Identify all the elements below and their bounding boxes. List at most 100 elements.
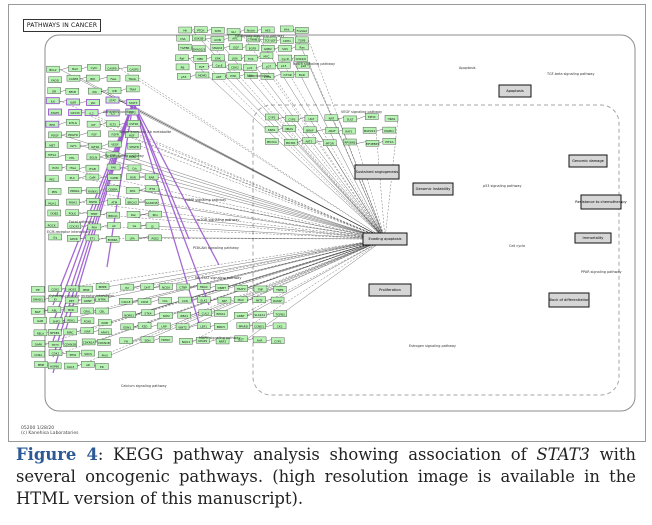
gene-node: HDAC: [197, 283, 211, 290]
gene-node: BIRC: [63, 328, 77, 336]
gene-box: [178, 296, 192, 304]
gene-label: VEGFR: [129, 145, 138, 149]
pathway-edge: [79, 201, 386, 240]
gene-label: p21: [247, 66, 253, 70]
gene-box: [67, 222, 81, 230]
gene-node: ECM: [48, 164, 63, 171]
gene-box: [192, 45, 206, 52]
gene-box: [342, 127, 356, 135]
gene-node: BMPR: [95, 283, 110, 290]
gene-label: SOCS: [84, 352, 92, 356]
gene-node: CTBP: [176, 283, 190, 291]
gene-label: FOS: [248, 57, 254, 61]
gene-box: [148, 210, 163, 218]
gene-label: RASSF: [273, 299, 282, 303]
gene-box: [252, 322, 266, 330]
gene-box: [66, 74, 81, 82]
gene-box: [197, 296, 211, 303]
pathway-edge: [111, 238, 386, 355]
gene-box: [273, 310, 287, 317]
gene-label: SOS: [282, 47, 288, 51]
gene-label: BRCA2: [128, 200, 138, 204]
gene-label: PDK1: [67, 318, 75, 322]
gene-label: CSF2: [129, 111, 136, 115]
gene-node: MTOR: [323, 139, 337, 146]
pathway-name-label: PI3K-Akt signaling pathway: [193, 246, 239, 250]
gene-label: ABL: [52, 308, 58, 312]
gene-node: CDH1: [280, 37, 294, 44]
pathway-edge: [188, 57, 386, 240]
gene-node: TNFR: [273, 286, 287, 293]
gene-label: MEK: [197, 57, 203, 61]
gene-label: EPO: [49, 123, 55, 127]
gene-node: Gq: [48, 233, 62, 241]
pathway-edge: [225, 76, 386, 240]
gene-box: [63, 328, 77, 336]
gene-box: [365, 113, 379, 120]
pathway-edge: [81, 112, 386, 240]
gene-box: [106, 211, 120, 219]
gene-box: [263, 36, 277, 44]
gene-node: EDN1: [120, 323, 134, 331]
gene-box: [278, 45, 292, 52]
gene-box: [261, 44, 275, 52]
pathway-edge: [79, 145, 386, 240]
gene-label: PIK3R1: [286, 141, 296, 145]
gene-node: CaM: [85, 173, 100, 181]
gene-node: EGLN: [86, 153, 101, 161]
gene-box: [264, 126, 279, 133]
gene-node: MITF: [252, 296, 266, 303]
gene-box: [127, 142, 141, 150]
gene-box: [87, 130, 101, 137]
gene-label: ROCK: [48, 223, 56, 227]
gene-node: MAX: [234, 296, 248, 303]
gene-node: PTCH: [194, 26, 208, 33]
pathway-name-label: Wnt signaling pathway: [105, 154, 144, 158]
gene-node: Frizzled: [295, 27, 309, 34]
gene-box: [234, 296, 248, 303]
gene-label: LRP: [161, 325, 167, 329]
gene-label: CASP3: [129, 67, 138, 71]
gene-box: [259, 52, 274, 59]
gene-node: MSH2: [66, 198, 80, 206]
gene-node: CYP2: [265, 113, 279, 121]
gene-box: [120, 283, 134, 291]
pathway-edge: [138, 77, 386, 240]
gene-node: CAMK: [107, 174, 122, 181]
gene-label: BMPR: [99, 285, 107, 289]
gene-label: RUNX1: [88, 189, 98, 193]
gene-node: BIRC5: [214, 323, 228, 330]
gene-box: [48, 349, 63, 356]
gene-box: [214, 310, 228, 317]
gene-node: GDNF: [81, 297, 95, 304]
gene-label: SLC2A1: [254, 313, 265, 317]
gene-node: SOCS: [81, 349, 95, 357]
gene-label: CXCR: [141, 300, 149, 304]
gene-label: EGFR: [249, 46, 257, 50]
pathway-edge: [139, 176, 386, 240]
gene-node: POLK: [65, 209, 80, 216]
gene-node: DR: [47, 87, 61, 94]
gene-box: [125, 234, 139, 241]
gene-box: [140, 336, 155, 343]
gene-label: NTRK: [98, 298, 106, 302]
gene-node: NOS2: [65, 285, 80, 293]
gene-label: BMP: [83, 288, 89, 292]
gene-box: [179, 338, 193, 345]
gene-label: RAR: [149, 176, 155, 180]
process-label: Genomic instability: [416, 187, 452, 191]
gene-box: [80, 307, 94, 315]
pathway-edge: [139, 190, 386, 240]
gene-label: NORE1: [124, 313, 134, 317]
gene-node: RELA: [33, 329, 48, 337]
gene-label: MAP2K1: [364, 129, 376, 133]
process-box: [362, 232, 408, 246]
pathway-edge: [78, 238, 386, 301]
gene-box: [86, 187, 100, 194]
gene-node: VHL: [65, 153, 79, 161]
gene-label: SMO: [215, 29, 222, 33]
gene-box: [33, 329, 48, 337]
gene-label: BRCA1: [108, 214, 118, 218]
